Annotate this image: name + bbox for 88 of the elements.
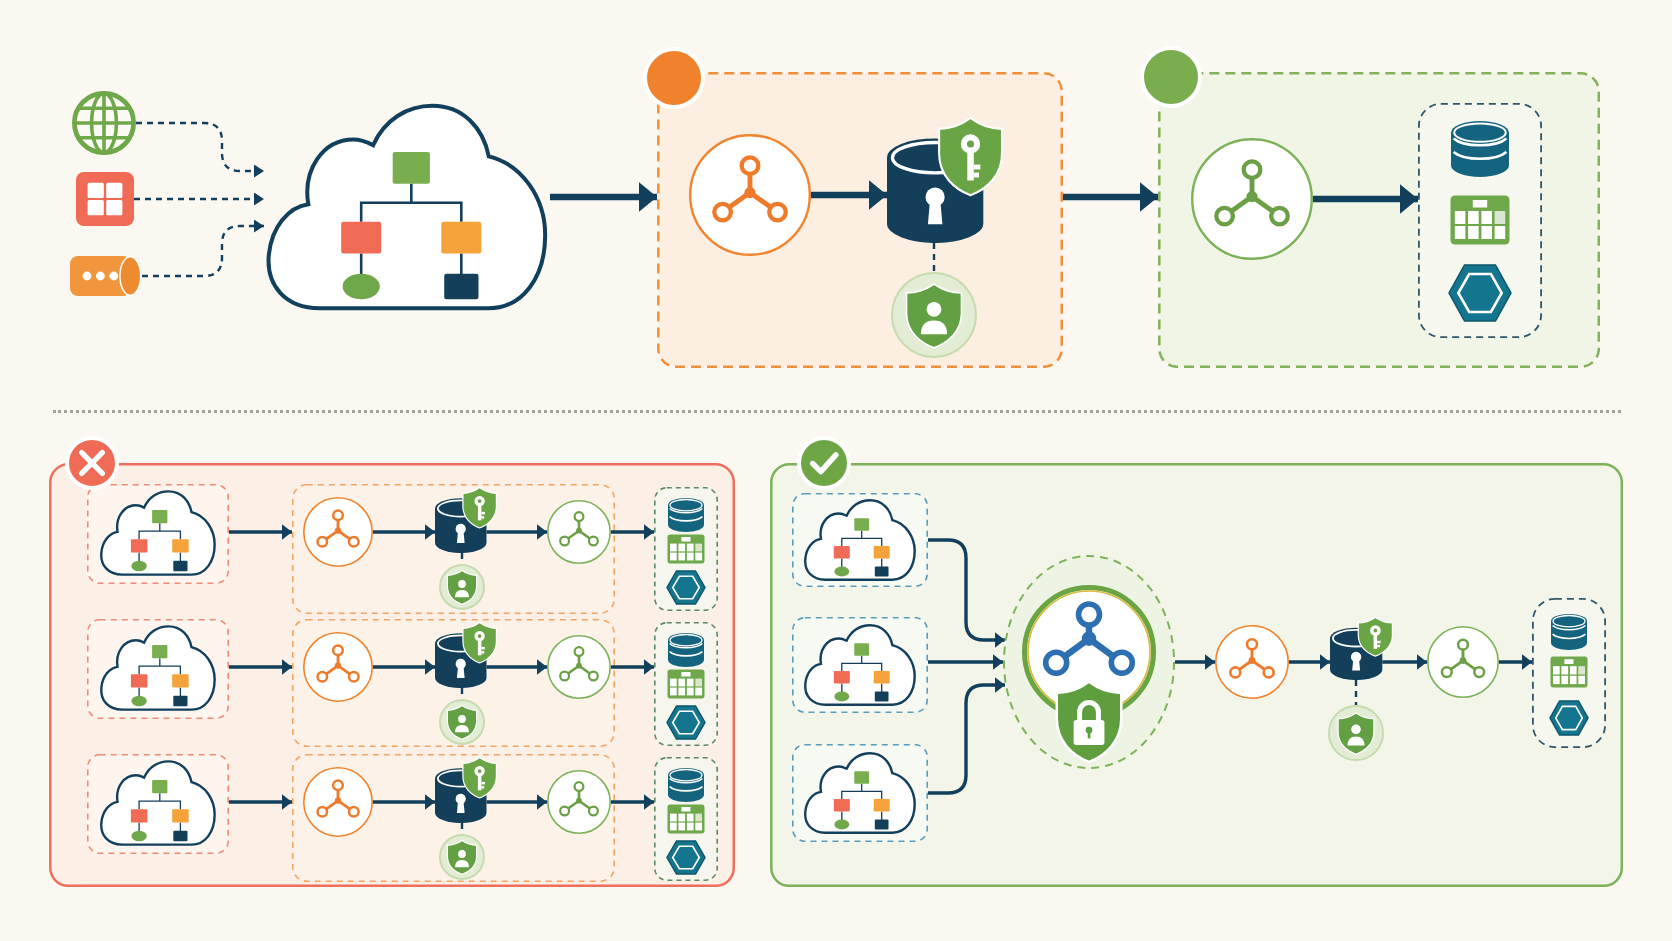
arrow bbox=[928, 677, 1005, 795]
rounded-panel bbox=[49, 463, 735, 887]
dashed-group-box bbox=[1158, 72, 1600, 368]
hexagon-icon bbox=[666, 570, 706, 605]
arrow bbox=[1289, 654, 1330, 670]
database-icon bbox=[668, 498, 704, 532]
hub-circle-icon bbox=[547, 500, 611, 564]
locked-database-icon bbox=[435, 622, 497, 688]
locked-database-icon bbox=[435, 487, 497, 553]
arrow bbox=[1499, 654, 1532, 670]
dashed-line bbox=[932, 243, 936, 272]
dashed-group-box bbox=[792, 617, 928, 713]
dashed-group-box bbox=[1418, 103, 1542, 338]
database-icon bbox=[1551, 614, 1587, 650]
cloud-hierarchy-icon bbox=[99, 489, 217, 577]
cloud-hierarchy-icon bbox=[803, 498, 917, 582]
dashed-group-box bbox=[292, 484, 615, 614]
dashed-arrow bbox=[134, 192, 264, 206]
arrow bbox=[229, 659, 292, 675]
user-shield-icon bbox=[439, 834, 485, 880]
arrow bbox=[373, 794, 435, 810]
arrow bbox=[229, 794, 292, 810]
database-icon bbox=[668, 768, 704, 802]
hexagon-icon bbox=[1448, 264, 1512, 322]
hub-circle-icon bbox=[547, 770, 611, 834]
arrow bbox=[928, 538, 1005, 648]
user-shield-icon bbox=[439, 699, 485, 745]
hub-circle-icon bbox=[1215, 625, 1289, 699]
dashed-group-box bbox=[792, 744, 928, 842]
hub-lock-icon bbox=[1022, 585, 1156, 765]
hexagon-icon bbox=[666, 705, 706, 740]
arrow bbox=[611, 794, 654, 810]
grid-tile-icon bbox=[76, 172, 134, 226]
cloud-hierarchy-icon bbox=[803, 751, 917, 835]
user-shield-icon bbox=[1328, 705, 1384, 761]
user-shield-icon bbox=[439, 564, 485, 610]
locked-database-icon bbox=[887, 117, 1003, 243]
arrow bbox=[928, 654, 1003, 670]
dashed-group-box bbox=[654, 487, 718, 611]
cloud-hierarchy-icon bbox=[264, 101, 550, 313]
arrow bbox=[1175, 654, 1215, 670]
arrow bbox=[486, 659, 547, 675]
cylinder-icon bbox=[70, 256, 142, 296]
arrow bbox=[611, 659, 654, 675]
dashed-group-box bbox=[1532, 598, 1606, 748]
arrow bbox=[811, 180, 887, 210]
arrow bbox=[611, 524, 654, 540]
arrow bbox=[373, 659, 435, 675]
hub-circle-icon bbox=[303, 767, 373, 837]
user-shield-icon bbox=[891, 272, 977, 358]
dashed-group-box bbox=[657, 72, 1063, 368]
locked-database-icon bbox=[435, 757, 497, 823]
dashed-ellipse bbox=[1003, 555, 1175, 769]
dashed-group-box bbox=[654, 622, 718, 746]
arrow bbox=[1382, 654, 1427, 670]
hub-circle-icon bbox=[547, 635, 611, 699]
cloud-hierarchy-icon bbox=[803, 623, 917, 707]
arrow bbox=[373, 524, 435, 540]
dashed-group-box bbox=[654, 757, 718, 881]
dashed-group-box bbox=[87, 484, 229, 584]
arrow bbox=[486, 524, 547, 540]
globe-icon bbox=[72, 91, 136, 155]
arrow bbox=[1063, 182, 1158, 212]
dashed-line bbox=[1354, 680, 1358, 705]
dashed-group-box bbox=[87, 619, 229, 719]
arrow bbox=[229, 524, 292, 540]
hexagon-icon bbox=[1549, 700, 1589, 736]
rounded-panel bbox=[770, 463, 1623, 887]
cloud-hierarchy-icon bbox=[99, 759, 217, 847]
hub-circle-icon bbox=[1191, 138, 1313, 260]
locked-database-icon bbox=[1330, 617, 1393, 680]
table-icon bbox=[1450, 195, 1510, 245]
dashed-group-box bbox=[87, 754, 229, 854]
dashed-arrow bbox=[142, 219, 264, 278]
arrow bbox=[486, 794, 547, 810]
dashed-arrow bbox=[136, 121, 264, 178]
dashed-group-box bbox=[292, 619, 615, 747]
database-icon bbox=[668, 633, 704, 667]
database-icon bbox=[1451, 121, 1509, 177]
hexagon-icon bbox=[666, 840, 706, 875]
hub-circle-icon bbox=[303, 497, 373, 567]
hub-circle-icon bbox=[1427, 626, 1499, 698]
arrow bbox=[1313, 184, 1418, 214]
hub-circle-icon bbox=[303, 632, 373, 702]
hub-circle-icon bbox=[689, 134, 811, 256]
cloud-hierarchy-icon bbox=[99, 624, 217, 712]
dashed-group-box bbox=[292, 754, 615, 882]
dashed-group-box bbox=[792, 493, 928, 587]
